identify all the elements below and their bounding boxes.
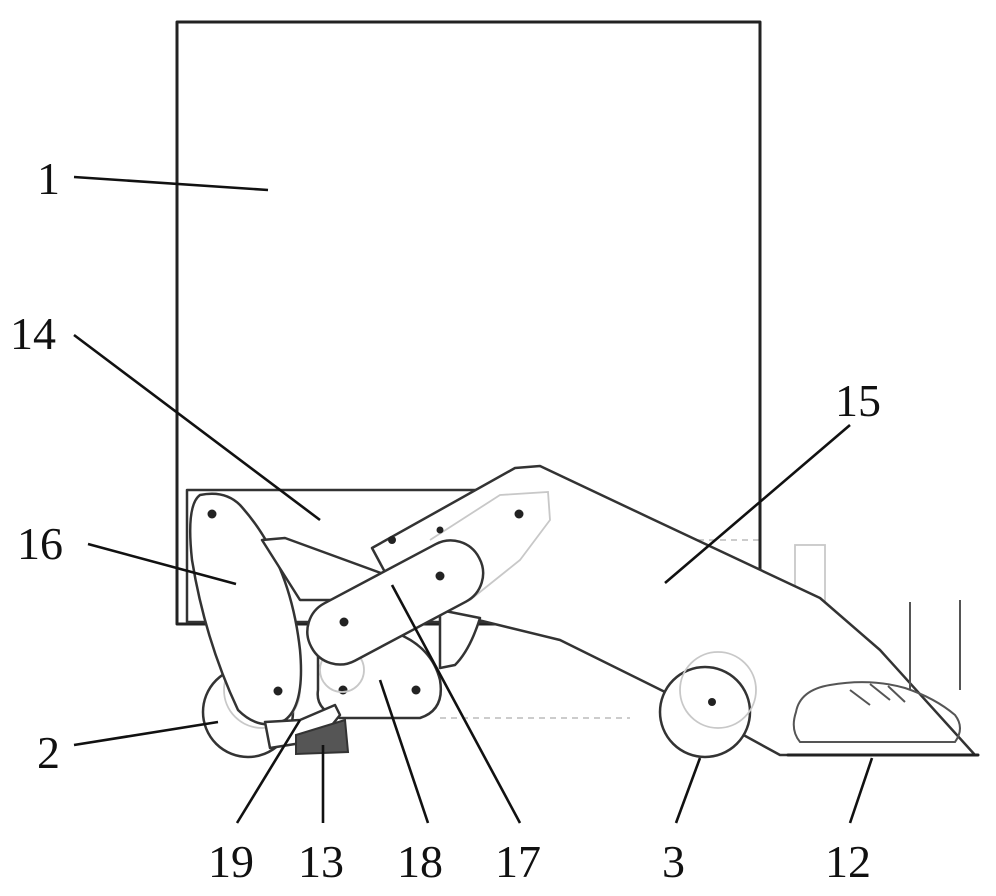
block-13 <box>295 718 350 756</box>
link-17 <box>306 526 485 666</box>
label-14: 14 <box>10 308 56 359</box>
label-17: 17 <box>495 836 541 887</box>
label-15: 15 <box>835 375 881 426</box>
label-19: 19 <box>208 836 254 887</box>
foot-icon <box>792 600 961 743</box>
label-13: 13 <box>298 836 344 887</box>
label-18: 18 <box>397 836 443 887</box>
label-3: 3 <box>662 836 685 887</box>
part-labels: 1 14 15 16 2 19 13 18 17 3 12 <box>10 153 881 887</box>
label-12: 12 <box>825 836 871 887</box>
leader-lines <box>73 175 874 824</box>
label-2: 2 <box>37 727 60 778</box>
label-1: 1 <box>37 153 60 204</box>
wheel-right <box>658 651 757 759</box>
label-16: 16 <box>17 518 63 569</box>
